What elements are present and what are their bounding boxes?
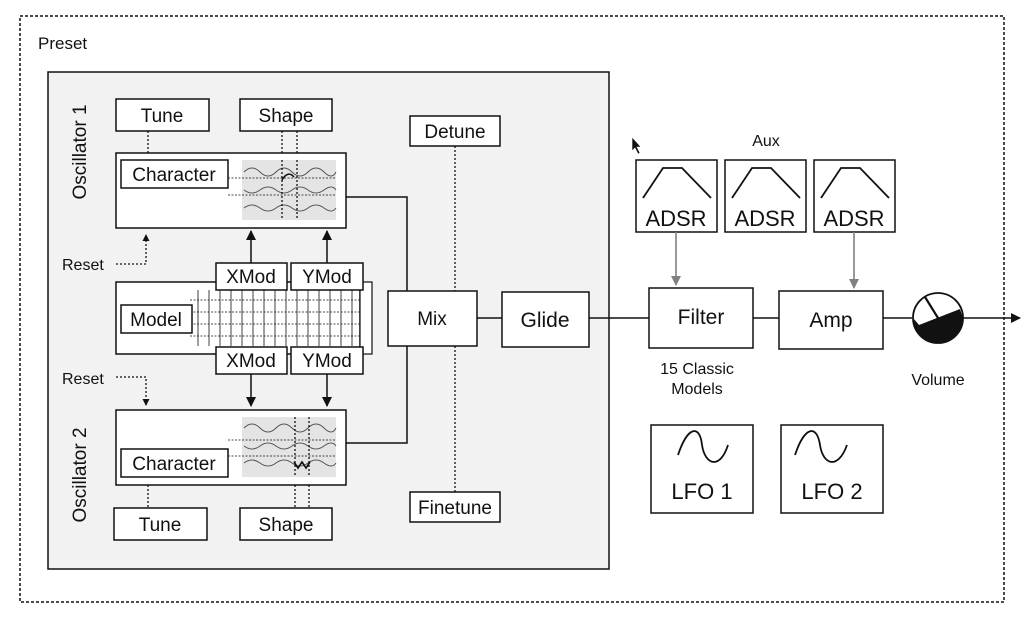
envelope-1[interactable]: ADSR	[635, 159, 718, 233]
sine-wave-icon	[677, 430, 729, 463]
lfo-1-label: LFO 1	[671, 479, 732, 504]
osc2-tune-label: Tune	[139, 515, 182, 536]
osc2-reset-label: Reset	[62, 371, 104, 388]
model-grid	[190, 290, 360, 346]
osc1-to-mix-line	[346, 196, 408, 291]
oscillator-1-title: Oscillator 1	[70, 104, 91, 199]
lfo-1[interactable]: LFO 1	[650, 424, 754, 514]
lfo-2[interactable]: LFO 2	[780, 424, 884, 514]
detune-box[interactable]	[409, 115, 501, 147]
envelope-3[interactable]: ADSR	[813, 159, 896, 233]
model-label: Model	[130, 310, 182, 331]
osc1-tune-box[interactable]	[115, 98, 210, 132]
osc2-character-label: Character	[132, 454, 216, 475]
ymod-top-box[interactable]	[290, 262, 364, 291]
preset-frame	[19, 15, 1005, 603]
amp-label: Amp	[809, 309, 852, 332]
osc1-character-label: Character	[132, 165, 216, 186]
lfo-2-label: LFO 2	[801, 479, 862, 504]
osc1-shape-label: Shape	[259, 106, 314, 127]
model-label-box[interactable]	[120, 304, 193, 334]
oscillator-2: Reset Character Tune Shape	[62, 371, 347, 541]
osc1-character-box[interactable]	[120, 159, 229, 189]
filter-box[interactable]	[648, 287, 754, 349]
mix-label: Mix	[417, 309, 447, 330]
detune-label: Detune	[424, 122, 485, 143]
osc2-to-mix-line	[346, 346, 408, 444]
osc2-shape-label: Shape	[259, 515, 314, 536]
osc1-tune-label: Tune	[141, 106, 184, 127]
filter-caption-line2: Models	[671, 381, 723, 398]
osc1-reset-arrow	[116, 234, 150, 265]
amp-box[interactable]	[778, 290, 884, 350]
sine-wave-icon	[794, 430, 848, 463]
osc1-reset-label: Reset	[62, 257, 104, 274]
adsr-envelope-icon	[642, 167, 712, 199]
envelope-1-label: ADSR	[645, 206, 706, 231]
envelope-3-label: ADSR	[823, 206, 884, 231]
xmod-top-label: XMod	[226, 267, 276, 288]
filter-caption-line1: 15 Classic	[660, 361, 734, 378]
osc2-character-box[interactable]	[120, 448, 229, 478]
xmod-bottom-box[interactable]	[215, 346, 288, 375]
volume-knob-icon[interactable]	[912, 292, 964, 344]
model: Model XMod YMod XMod YMod	[115, 230, 373, 407]
mix-box[interactable]	[387, 290, 478, 347]
osc2-reset-arrow	[116, 376, 150, 406]
xmod-bottom-label: XMod	[226, 351, 276, 372]
finetune-box[interactable]	[409, 491, 501, 523]
filter-label: Filter	[678, 306, 725, 329]
adsr-envelope-icon	[731, 167, 801, 199]
aux-label: Aux	[752, 133, 780, 150]
osc2-shape-box[interactable]	[239, 507, 333, 541]
osc2-tune-box[interactable]	[113, 507, 208, 541]
glide-box[interactable]	[501, 291, 590, 348]
ymod-bottom-label: YMod	[302, 351, 352, 372]
glide-label: Glide	[520, 309, 569, 332]
oscillator-2-title: Oscillator 2	[70, 427, 91, 522]
finetune-label: Finetune	[418, 498, 492, 519]
volume-label: Volume	[911, 372, 964, 389]
oscillator-1: Tune Shape Character Reset	[62, 98, 347, 274]
envelope-2-label: ADSR	[734, 206, 795, 231]
ymod-top-label: YMod	[302, 267, 352, 288]
mouse-cursor-icon	[631, 136, 642, 155]
adsr-envelope-icon	[820, 167, 890, 199]
osc1-shape-box[interactable]	[239, 98, 333, 132]
preset-label: Preset	[38, 34, 87, 53]
envelope-2[interactable]: ADSR	[724, 159, 807, 233]
